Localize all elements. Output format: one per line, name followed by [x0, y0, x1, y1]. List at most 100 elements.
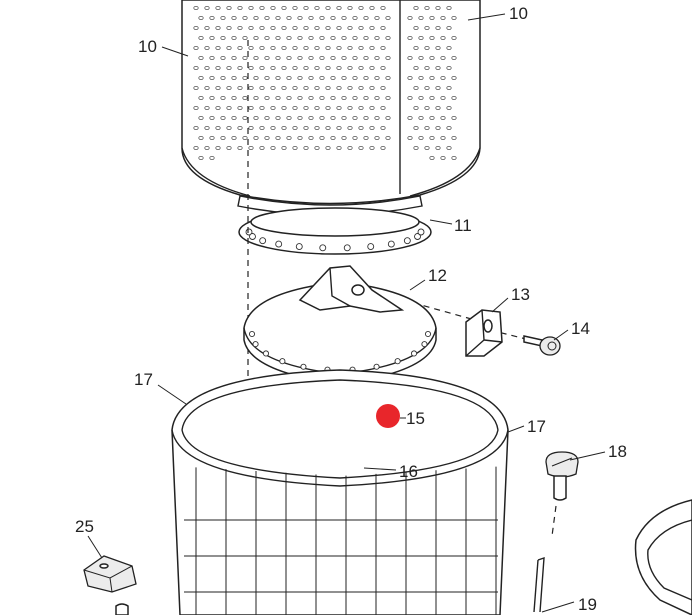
- perforation-hole: [435, 25, 441, 30]
- perforation-hole: [385, 56, 391, 61]
- perforation-hole: [407, 56, 413, 61]
- perforation-hole: [451, 36, 457, 41]
- perforation-hole: [451, 56, 457, 61]
- flange-hole: [343, 244, 351, 252]
- perforation-hole: [286, 56, 292, 61]
- perforation-hole: [204, 25, 210, 30]
- perforation-hole: [220, 135, 226, 140]
- perforation-hole: [253, 56, 259, 61]
- perforation-hole: [347, 126, 353, 131]
- perforation-hole: [446, 86, 452, 91]
- perforation-hole: [231, 76, 237, 81]
- perforation-hole: [325, 145, 331, 150]
- perforation-hole: [385, 36, 391, 41]
- perforation-hole: [369, 6, 375, 11]
- perforation-hole: [303, 6, 309, 11]
- perforation-hole: [363, 135, 369, 140]
- perforation-hole: [407, 135, 413, 140]
- perforation-hole: [336, 86, 342, 91]
- perforation-hole: [330, 96, 336, 101]
- perforation-hole: [259, 66, 265, 71]
- perforation-hole: [242, 135, 248, 140]
- perforation-hole: [336, 145, 342, 150]
- perforation-hole: [424, 86, 430, 91]
- perforation-hole: [380, 145, 386, 150]
- perforation-hole: [303, 66, 309, 71]
- perforation-hole: [237, 66, 243, 71]
- perforation-hole: [215, 46, 221, 51]
- perforation-hole: [270, 145, 276, 150]
- perforation-hole: [380, 6, 386, 11]
- perforation-hole: [429, 135, 435, 140]
- perforation-hole: [198, 135, 204, 140]
- perforation-hole: [380, 25, 386, 30]
- perforation-hole: [215, 106, 221, 111]
- plate-hole: [421, 341, 428, 348]
- plate-hole: [424, 330, 432, 338]
- perforation-hole: [231, 116, 237, 121]
- perforation-hole: [209, 36, 215, 41]
- perforation-hole: [286, 116, 292, 121]
- perforation-hole: [330, 15, 336, 20]
- perforation-hole: [303, 145, 309, 150]
- perforation-hole: [226, 46, 232, 51]
- perforation-hole: [369, 46, 375, 51]
- perforation-hole: [286, 15, 292, 20]
- perforation-hole: [385, 15, 391, 20]
- perforation-hole: [286, 76, 292, 81]
- perforation-hole: [242, 15, 248, 20]
- perforation-hole: [385, 76, 391, 81]
- perforation-hole: [451, 135, 457, 140]
- callout-17-right: 17: [527, 417, 546, 436]
- perforation-hole: [253, 96, 259, 101]
- perforation-hole: [303, 126, 309, 131]
- perforation-hole: [330, 56, 336, 61]
- perforation-hole: [209, 76, 215, 81]
- perforation-hole: [292, 6, 298, 11]
- perforation-hole: [424, 6, 430, 11]
- perforation-hole: [418, 116, 424, 121]
- perforation-hole: [248, 46, 254, 51]
- perforation-hole: [424, 66, 430, 71]
- perforation-hole: [358, 86, 364, 91]
- perforation-hole: [253, 36, 259, 41]
- perforation-hole: [347, 25, 353, 30]
- perforation-hole: [374, 96, 380, 101]
- perforation-hole: [198, 15, 204, 20]
- perforated-basket: [181, 0, 481, 216]
- perforation-hole: [286, 96, 292, 101]
- perforation-hole: [264, 36, 270, 41]
- perforation-hole: [446, 6, 452, 11]
- perforation-hole: [308, 76, 314, 81]
- perforation-hole: [303, 86, 309, 91]
- perforation-hole: [352, 15, 358, 20]
- perforation-hole: [275, 15, 281, 20]
- perforation-hole: [226, 126, 232, 131]
- perforation-hole: [193, 66, 199, 71]
- perforation-hole: [347, 66, 353, 71]
- perforation-hole: [297, 15, 303, 20]
- perforation-hole: [226, 66, 232, 71]
- callout-11: 11: [454, 216, 472, 235]
- perforation-hole: [341, 116, 347, 121]
- perforation-hole: [297, 76, 303, 81]
- perforation-hole: [446, 66, 452, 71]
- perforation-hole: [215, 6, 221, 11]
- perforation-hole: [451, 116, 457, 121]
- perforation-hole: [226, 106, 232, 111]
- perforation-hole: [270, 46, 276, 51]
- perforation-hole: [380, 46, 386, 51]
- perforation-hole: [369, 66, 375, 71]
- perforation-hole: [259, 145, 265, 150]
- perforation-hole: [352, 135, 358, 140]
- perforation-hole: [220, 116, 226, 121]
- perforation-hole: [440, 56, 446, 61]
- perforation-hole: [204, 86, 210, 91]
- perforation-hole: [413, 6, 419, 11]
- perforation-hole: [204, 66, 210, 71]
- perforation-hole: [407, 96, 413, 101]
- perforation-hole: [308, 36, 314, 41]
- perforation-hole: [270, 86, 276, 91]
- perforation-hole: [237, 145, 243, 150]
